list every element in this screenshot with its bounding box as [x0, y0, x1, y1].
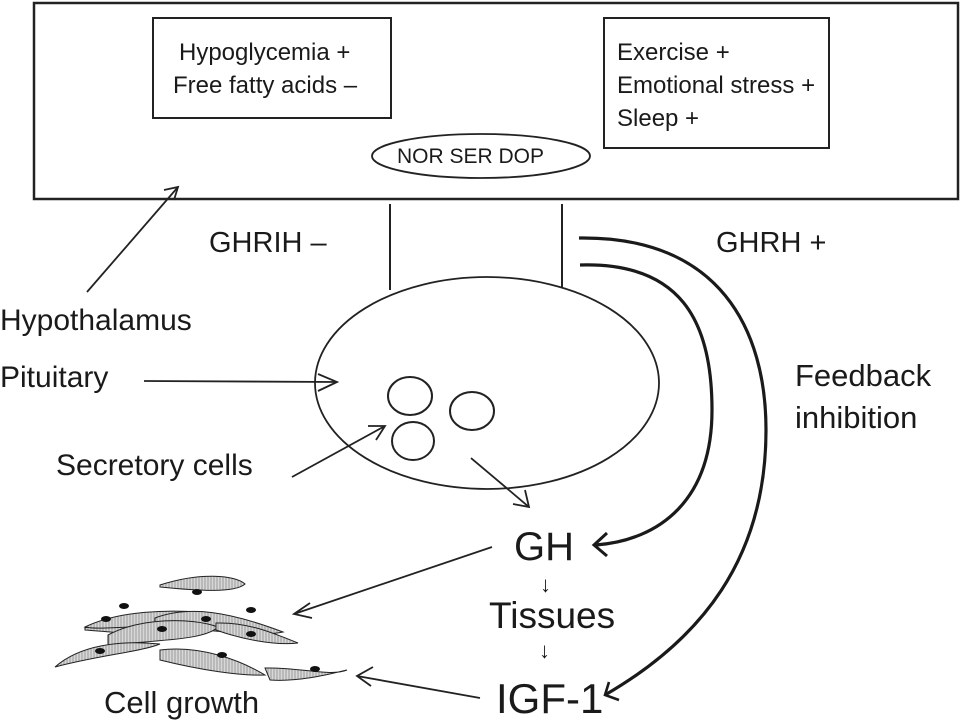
pituitary-label: Pituitary	[0, 361, 109, 394]
hypothalamus-label: Hypothalamus	[0, 304, 192, 337]
gh-feedback-curve	[579, 263, 714, 547]
igf1-to-cellgrowth-arrowhead	[355, 666, 374, 687]
cell-growth-label: Cell growth	[104, 685, 260, 720]
ghrih-label: GHRIH –	[209, 227, 327, 259]
tissues-label: Tissues	[489, 595, 616, 636]
stimulus-emotional-stress: Emotional stress +	[617, 72, 816, 99]
igf1-feedback-curve	[578, 236, 768, 697]
feedback-label-line2: inhibition	[795, 400, 918, 435]
secretion-arrow-line	[470, 457, 530, 508]
stimulus-exercise: Exercise +	[617, 39, 730, 66]
cell-shape	[215, 622, 299, 645]
stimulus-sleep: Sleep +	[617, 105, 700, 132]
cell-shape	[159, 648, 267, 676]
secretion-arrowhead	[512, 489, 531, 509]
secretory-cell	[449, 391, 495, 431]
gh-label: GH	[514, 525, 574, 569]
stimulus-free-fatty-acids: Free fatty acids –	[173, 72, 358, 99]
stimulus-hypoglycemia: Hypoglycemia +	[179, 39, 351, 66]
neurotransmitters-label: NOR SER DOP	[397, 145, 545, 168]
cell-shape	[159, 575, 246, 591]
hypothalamus-pointer-line	[86, 186, 179, 293]
igf1-feedback-arrowhead	[603, 681, 620, 702]
cell-growth-illustration	[54, 575, 348, 681]
pituitary-pointer-line	[143, 380, 338, 383]
metabolic-stimuli-box: Hypoglycemia + Free fatty acids –	[152, 17, 392, 119]
secretory-cell	[391, 421, 435, 461]
feedback-label-line1: Feedback	[795, 358, 932, 393]
igf1-label: IGF-1	[496, 675, 604, 722]
hypothalamus-region	[32, 1, 960, 201]
ghrh-label: GHRH +	[716, 227, 827, 259]
pituitary-gland	[314, 276, 660, 490]
secretory-cell	[387, 376, 433, 416]
cell-shape	[54, 642, 161, 668]
gh-to-cellgrowth-line	[293, 546, 493, 615]
secretory-pointer-line	[291, 425, 386, 478]
cell-nuclei	[95, 589, 320, 672]
gh-feedback-arrowhead	[591, 531, 609, 558]
hypothalamus-pointer-arrowhead	[163, 185, 180, 201]
gh-to-cellgrowth-arrowhead	[291, 602, 313, 619]
gh-to-tissues-arrow: ↓	[540, 572, 551, 597]
behavioral-stimuli-box: Exercise + Emotional stress + Sleep +	[603, 17, 830, 149]
igf1-to-cellgrowth-line	[356, 675, 481, 699]
cell-shape	[264, 667, 348, 681]
pituitary-pointer-arrowhead	[317, 373, 340, 392]
secretory-cells-label: Secretory cells	[56, 449, 253, 482]
secretory-pointer-arrowhead	[368, 425, 387, 441]
neurotransmitter-ellipse	[371, 133, 591, 179]
tissues-to-igf1-arrow: ↓	[539, 638, 550, 663]
